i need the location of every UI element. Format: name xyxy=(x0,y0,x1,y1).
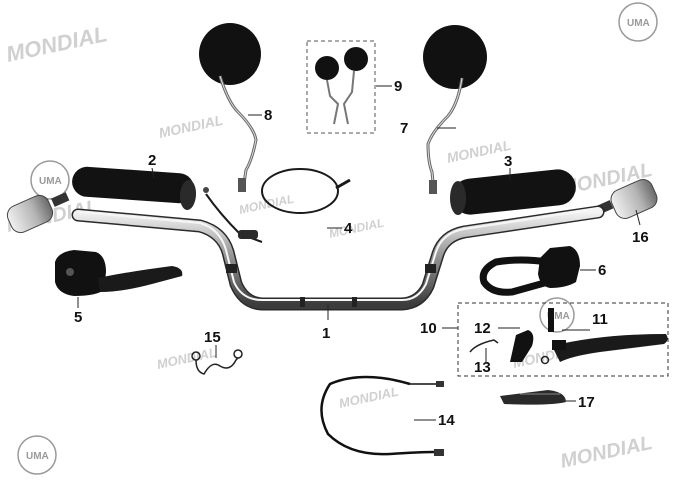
uma-logo-text: UMA xyxy=(39,176,62,187)
right-grip xyxy=(450,169,576,215)
right-switch-housing xyxy=(479,246,580,296)
part-label: 13 xyxy=(474,359,491,376)
part-label: 12 xyxy=(474,320,491,337)
uma-logo: UMA xyxy=(30,160,70,200)
brake-lever-box xyxy=(457,302,669,377)
part-label: 7 xyxy=(400,120,408,137)
part-label: 6 xyxy=(598,262,606,279)
uma-logo-text: UMA xyxy=(26,451,49,462)
watermark-text: MONDIAL xyxy=(445,137,512,166)
handlebar xyxy=(71,205,605,311)
part-label: 17 xyxy=(578,394,595,411)
clutch-cable xyxy=(320,375,444,456)
part-label: 8 xyxy=(264,107,272,124)
part-label: 3 xyxy=(504,153,512,170)
throttle-cable xyxy=(203,168,351,243)
part-label: 4 xyxy=(344,220,353,237)
part-label: 5 xyxy=(74,309,82,326)
part-labels: 1 2 3 4 5 6 7 8 9 10 11 12 13 14 15 16 1… xyxy=(74,78,649,429)
part-label: 16 xyxy=(632,229,649,246)
right-mirror xyxy=(423,25,487,194)
left-switch-housing xyxy=(55,250,183,296)
part-label: 1 xyxy=(322,325,330,342)
left-mirror xyxy=(199,23,261,192)
left-grip xyxy=(72,166,197,210)
part-label: 14 xyxy=(438,412,455,429)
left-bar-end-weight xyxy=(6,192,70,234)
part-label: 15 xyxy=(204,329,221,346)
watermark-text: MONDIAL xyxy=(157,112,224,141)
watermark-text: MONDIAL xyxy=(558,432,654,473)
part-label: 10 xyxy=(420,320,437,337)
mirror-set-box xyxy=(306,40,376,134)
watermark-text: MONDIAL xyxy=(238,192,296,217)
uma-logo: UMA xyxy=(539,297,575,333)
uma-logo-text: UMA xyxy=(627,18,650,29)
uma-logo: UMA xyxy=(17,435,57,475)
part-label: 9 xyxy=(394,78,402,95)
lever-cover xyxy=(500,390,566,405)
watermark-text: MONDIAL xyxy=(338,384,401,411)
spring-clip xyxy=(191,349,243,375)
part-label: 2 xyxy=(148,152,156,169)
uma-logo-text: UMA xyxy=(547,311,570,322)
part-label: 11 xyxy=(592,311,608,328)
uma-logo: UMA xyxy=(618,2,658,42)
watermark-text: MONDIAL xyxy=(4,21,110,67)
leader-lines xyxy=(77,85,641,421)
